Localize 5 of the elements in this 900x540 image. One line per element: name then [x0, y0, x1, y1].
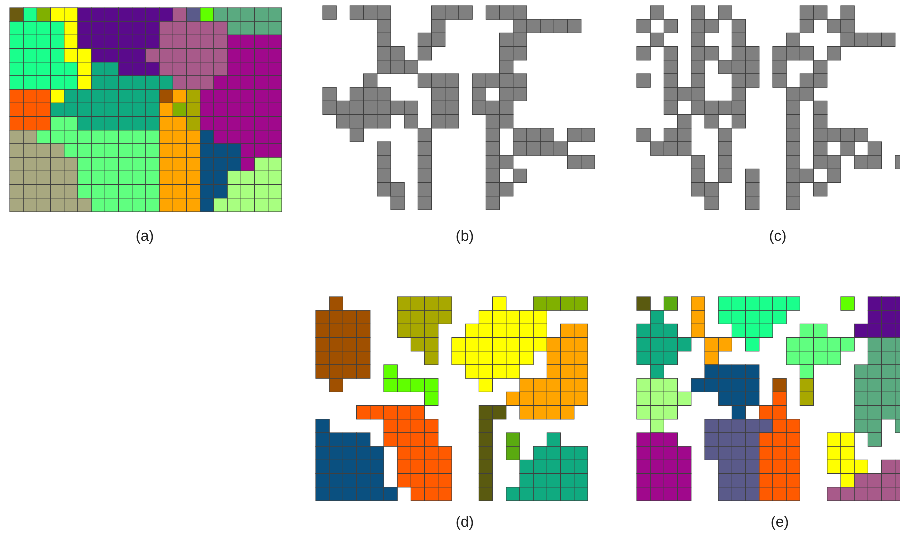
- panel-label: (c): [769, 228, 787, 245]
- panel-label: (e): [770, 514, 790, 531]
- panel-label: (b): [456, 228, 474, 245]
- panel-label: (d): [456, 514, 474, 531]
- panel-label: (a): [136, 228, 154, 245]
